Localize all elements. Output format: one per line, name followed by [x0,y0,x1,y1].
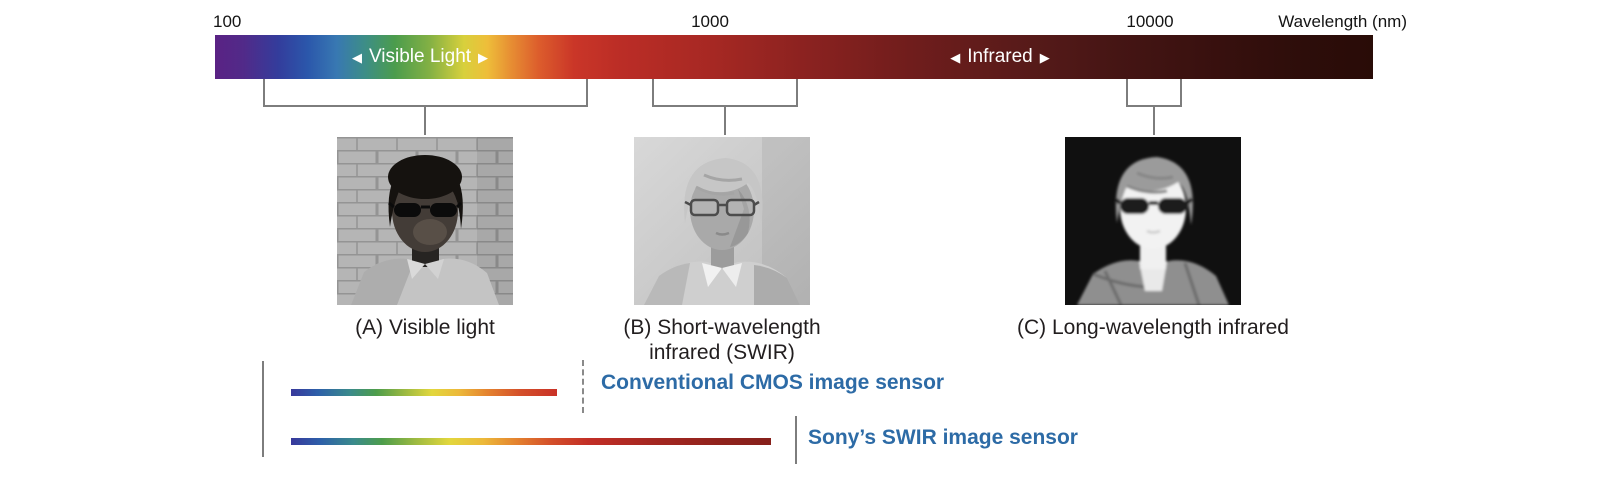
bracket-visible-stem [424,107,426,135]
left-pointer-icon: ◀ [351,49,362,65]
right-pointer-icon: ▶ [1039,49,1050,65]
bracket-lwir-stem [1153,107,1155,135]
visible-light-text: Visible Light [368,46,472,67]
caption-visible-light: (A) Visible light [355,315,495,340]
arrow-shaft [291,389,557,396]
caption-line: (B) Short-wavelength [623,316,821,339]
caption-swir: (B) Short-wavelength infrared (SWIR) [623,315,820,365]
spectrum-bar: ◀ Visible Light ▶ ◀ Infrared ▶ [215,35,1373,79]
sony-swir-sensor-label: Sony’s SWIR image sensor [808,426,1078,449]
tick-label-10000: 10000 [1126,12,1174,31]
caption-lwir: (C) Long-wavelength infrared [1017,315,1289,340]
caption-line: infrared (SWIR) [649,341,795,364]
infrared-region-label: ◀ Infrared ▶ [950,46,1049,68]
caption-line: (C) Long-wavelength infrared [1017,316,1289,339]
conventional-sensor-range-arrow [267,379,581,405]
left-pointer-icon: ◀ [950,49,961,65]
conventional-sensor-label: Conventional CMOS image sensor [601,371,945,394]
bracket-swir-range [652,79,798,107]
swir-range-end-line [795,416,797,464]
sony-swir-sensor-range-arrow [267,428,795,454]
bracket-visible-range [263,79,588,107]
tick-label-1000: 1000 [691,12,729,31]
photo-visible-light [337,137,513,305]
photo-lwir [1065,137,1241,305]
arrow-shaft [291,438,771,445]
infrared-text: Infrared [967,46,1033,67]
photo-swir [634,137,810,305]
visible-light-region-label: ◀ Visible Light ▶ [352,46,488,68]
caption-line: (A) Visible light [355,316,495,339]
right-pointer-icon: ▶ [478,49,489,65]
conventional-range-end-dashed-line [582,360,584,413]
axis-label-wavelength: Wavelength (nm) [1278,12,1407,31]
range-start-line [262,361,264,457]
bracket-swir-stem [724,107,726,135]
tick-label-100: 100 [213,12,242,31]
bracket-lwir-range [1126,79,1182,107]
